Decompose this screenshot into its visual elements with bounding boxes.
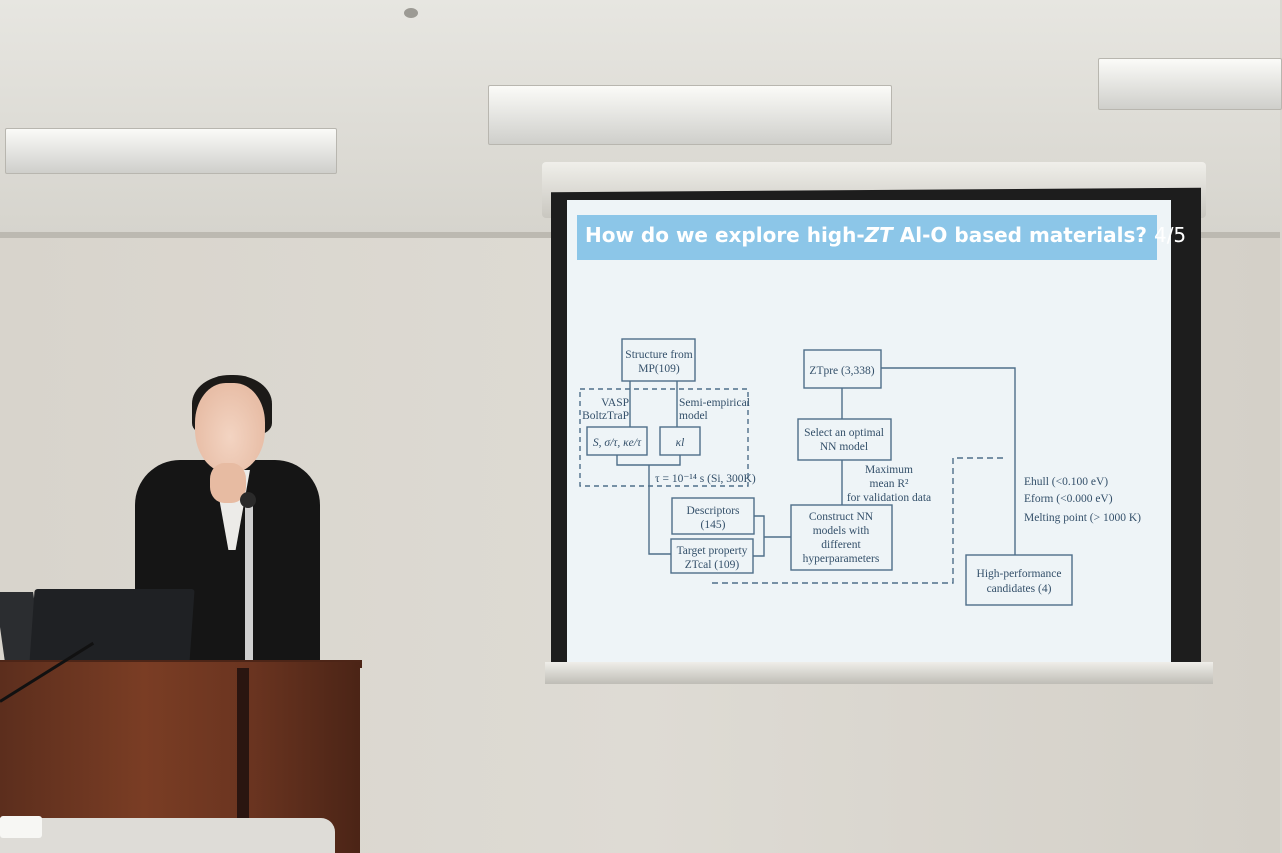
paper: [0, 816, 42, 838]
slide-title: How do we explore high-ZT Al-O based mat…: [585, 223, 1186, 247]
microphone: [240, 492, 256, 508]
text-construct-1: Construct NN: [809, 511, 874, 523]
text-maximum-2: mean R²: [870, 478, 909, 490]
text-construct-3: different: [821, 539, 861, 551]
text-construct-2: models with: [813, 525, 870, 537]
text-maximum-1: Maximum: [865, 464, 913, 476]
podium-divider: [237, 668, 249, 838]
text-descriptors-1: Descriptors: [686, 505, 740, 517]
presentation-slide: How do we explore high-ZT Al-O based mat…: [567, 200, 1186, 662]
text-ztpre: ZTpre (3,338): [809, 365, 874, 377]
arrow-to-target: [648, 465, 671, 555]
microphone-stand: [245, 500, 253, 670]
text-target-2: ZTcal (109): [685, 559, 740, 571]
text-vasp-1: VASP: [601, 397, 629, 409]
slide-title-zt: ZT: [864, 223, 893, 247]
arrow-ztpre-to-candidates: [881, 367, 1016, 555]
text-construct-4: hyperparameters: [803, 553, 880, 565]
text-high-performance-2: candidates (4): [987, 583, 1052, 595]
text-select-2: NN model: [820, 441, 868, 453]
text-descriptors-2: (145): [701, 519, 726, 531]
slide-page-number: 4/5: [1153, 223, 1187, 247]
box-high-performance: [965, 554, 1073, 606]
ceiling-light-left: [5, 128, 337, 174]
line-bracket-inputs: [753, 515, 765, 557]
flowchart: Structure from MP(109) VASP BoltzTraP Se…: [579, 338, 1141, 606]
laptop: [29, 589, 195, 664]
line-merge-transport: [616, 455, 681, 466]
slide-title-part1: How do we explore high-: [585, 223, 865, 247]
smoke-detector: [404, 8, 418, 18]
text-target-1: Target property: [677, 545, 748, 557]
text-semi-1: Semi-empirical: [679, 397, 750, 409]
text-structure-2: MP(109): [638, 363, 680, 375]
dashed-group-transport: [579, 388, 749, 487]
slide-title-bar: [577, 215, 1157, 260]
box-structure: [621, 338, 696, 382]
text-kappa-l: κl: [676, 437, 685, 449]
text-high-performance-1: High-performance: [977, 568, 1062, 580]
ceiling-light-center: [488, 85, 892, 145]
projector-screen-bottom-bar: [545, 662, 1213, 684]
text-semi-2: model: [679, 410, 708, 422]
box-select-model: [797, 418, 892, 461]
dashed-arrow-feedback: [712, 457, 1007, 584]
ceiling-light-right: [1098, 58, 1282, 110]
text-eform: Eform (<0.000 eV): [1024, 493, 1113, 505]
text-structure-1: Structure from: [625, 349, 692, 361]
desk: [0, 818, 335, 853]
text-melting-point: Melting point (> 1000 K): [1024, 512, 1141, 524]
presenter-face: [195, 383, 265, 473]
slide-title-part2: Al-O based materials?: [892, 223, 1147, 247]
text-ehull: Ehull (<0.100 eV): [1024, 476, 1108, 488]
text-transport: S, σ/τ, κe/τ: [593, 437, 642, 449]
text-tau-note: τ = 10⁻¹⁴ s (Si, 300K): [655, 473, 756, 485]
text-vasp-2: BoltzTraP: [582, 410, 629, 422]
text-select-1: Select an optimal: [804, 427, 884, 439]
text-maximum-3: for validation data: [847, 492, 931, 504]
